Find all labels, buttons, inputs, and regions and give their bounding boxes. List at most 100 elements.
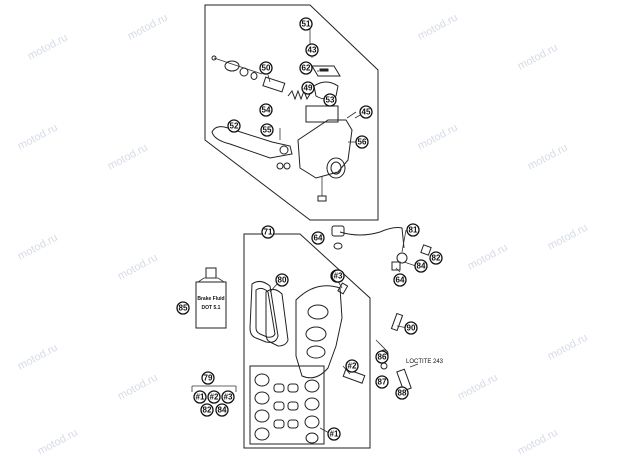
callout-52: 52 [227,119,241,133]
svg-text:43: 43 [308,46,317,55]
svg-text:52: 52 [230,122,239,131]
caliper-piston-bore [306,345,326,359]
svg-text:81: 81 [409,226,418,235]
callout-hash3: #3 [331,269,345,283]
callout-88: 88 [395,386,409,400]
watermark: motod.ru [36,427,80,458]
callout-49: 49 [301,81,315,95]
ring [250,72,258,80]
brake-line [339,227,405,249]
svg-text:#3: #3 [334,272,343,281]
banjo-fitting [331,225,345,237]
loctite-note: LOCTITE 243 [406,359,444,365]
svg-text:62: 62 [302,64,311,73]
washer [276,162,284,170]
svg-text:53: 53 [326,96,335,105]
svg-text:80: 80 [278,276,287,285]
banjo-bolt-shaft [391,261,401,271]
guide-pin [342,368,366,384]
bottle-shoulder [197,277,205,283]
bleeder [420,244,432,256]
svg-text:#2: #2 [210,393,219,402]
watermark: motod.ru [116,372,160,403]
lid-slot [319,68,329,72]
reservoir-lid [311,65,341,77]
callout-64: 64 [311,231,325,245]
svg-text:87: 87 [378,378,387,387]
callout-56: 56 [355,135,369,149]
leader [395,267,401,273]
svg-text:84: 84 [218,406,227,415]
leader [375,339,389,353]
piston [262,76,286,93]
svg-text:82: 82 [203,406,212,415]
bottle-label-line2: DOT 5.1 [202,305,221,311]
leader [409,363,419,368]
caliper-piston-bore [305,326,327,342]
rod-end [211,55,217,61]
callout-kit-hash3: #3 [221,390,235,404]
callout-79: 79 [201,371,215,385]
membrane [313,81,339,100]
callout-85: 85 [176,301,190,315]
callout-54: 54 [259,103,273,117]
callout-81: 81 [406,223,420,237]
brake-pad [265,288,289,347]
return-spring [287,89,311,101]
callout-84: 84 [414,259,428,273]
watermark: motod.ru [16,342,60,373]
svg-text:51: 51 [302,20,311,29]
brake-pad [249,280,279,343]
svg-text:82: 82 [432,254,441,263]
callout-kit-hash2: #2 [207,390,221,404]
svg-text:90: 90 [407,324,416,333]
svg-text:50: 50 [262,64,271,73]
watermark: motod.ru [106,142,150,173]
svg-text:84: 84 [417,262,426,271]
brake-lever [211,126,293,159]
callout-51: 51 [299,17,313,31]
leader [342,365,351,375]
callout-53: 53 [323,93,337,107]
watermark: motod.ru [116,252,160,283]
bottle-cap [205,267,217,279]
watermark: motod.ru [516,427,560,458]
svg-text:#2: #2 [348,362,357,371]
callout-64b: 64 [393,273,407,287]
svg-text:88: 88 [398,389,407,398]
callout-50: 50 [259,61,273,75]
svg-text:45: 45 [362,108,371,117]
svg-text:64: 64 [396,276,405,285]
o-ring [380,362,388,370]
master-cylinder-assembly [204,4,379,221]
master-cylinder-frame [204,4,379,221]
kit-legend: 79 #1 #2 #3 82 84 [191,371,237,417]
clamp-bore-inner [330,161,342,175]
washer [283,162,291,170]
spring-clip [390,312,404,332]
callout-62: 62 [299,61,313,75]
bottle-label-line1: Brake Fluid [197,296,224,302]
svg-text:64: 64 [314,234,323,243]
svg-text:71: 71 [264,228,273,237]
seal-ring [333,242,343,250]
callout-43: 43 [305,43,319,57]
callout-71: 71 [261,225,275,239]
callout-90: 90 [404,321,418,335]
watermark: motod.ru [26,32,70,63]
mount-screw [346,111,357,119]
leader [401,229,407,253]
callout-kit-hash1: #1 [193,390,207,404]
watermark: motod.ru [546,332,590,363]
watermark: motod.ru [126,12,170,43]
banjo-bolt [396,252,408,264]
callout-82: 82 [429,251,443,265]
leader [267,74,271,83]
ring [239,67,249,77]
cylinder-body [297,119,353,179]
bleeder-cap [337,282,349,295]
watermark: motod.ru [456,372,500,403]
watermark-layer: motod.ru motod.ru motod.ru motod.ru moto… [16,12,590,458]
watermark: motod.ru [416,122,460,153]
caliper-body [295,285,343,379]
